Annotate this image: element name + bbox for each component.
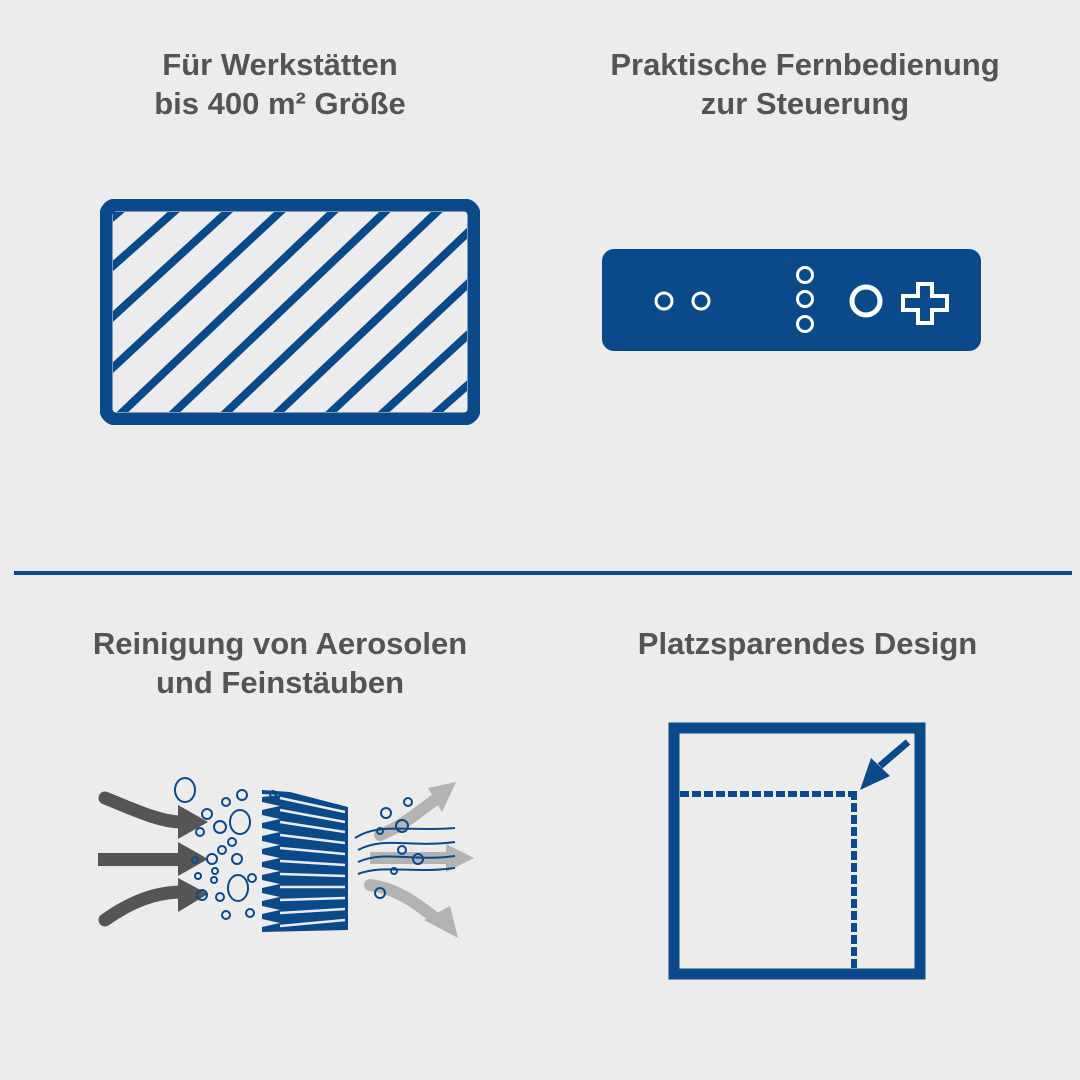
feature-title-aerosol-cleaning: Reinigung von Aerosolen und Feinstäuben: [60, 624, 500, 702]
title-line: und Feinstäuben: [156, 665, 404, 700]
title-line: Reinigung von Aerosolen: [92, 626, 468, 661]
title-line: Praktische Fernbedienung: [610, 47, 1000, 82]
feature-title-remote-control: Praktische Fernbedienung zur Steuerung: [580, 45, 1030, 123]
feature-title-space-saving: Platzsparendes Design: [600, 624, 1015, 663]
title-line: Für Werkstätten: [162, 47, 398, 82]
space-saving-icon: [668, 722, 926, 980]
remote-control-icon: [602, 249, 981, 351]
section-divider: [14, 571, 1072, 575]
title-line: Platzsparendes Design: [637, 626, 978, 661]
title-line: zur Steuerung: [700, 86, 910, 121]
feature-title-workshop-size: Für Werkstätten bis 400 m² Größe: [90, 45, 470, 123]
hatched-area-icon: [100, 199, 480, 425]
title-line: bis 400 m² Größe: [154, 86, 406, 121]
air-filter-icon: [98, 777, 474, 938]
